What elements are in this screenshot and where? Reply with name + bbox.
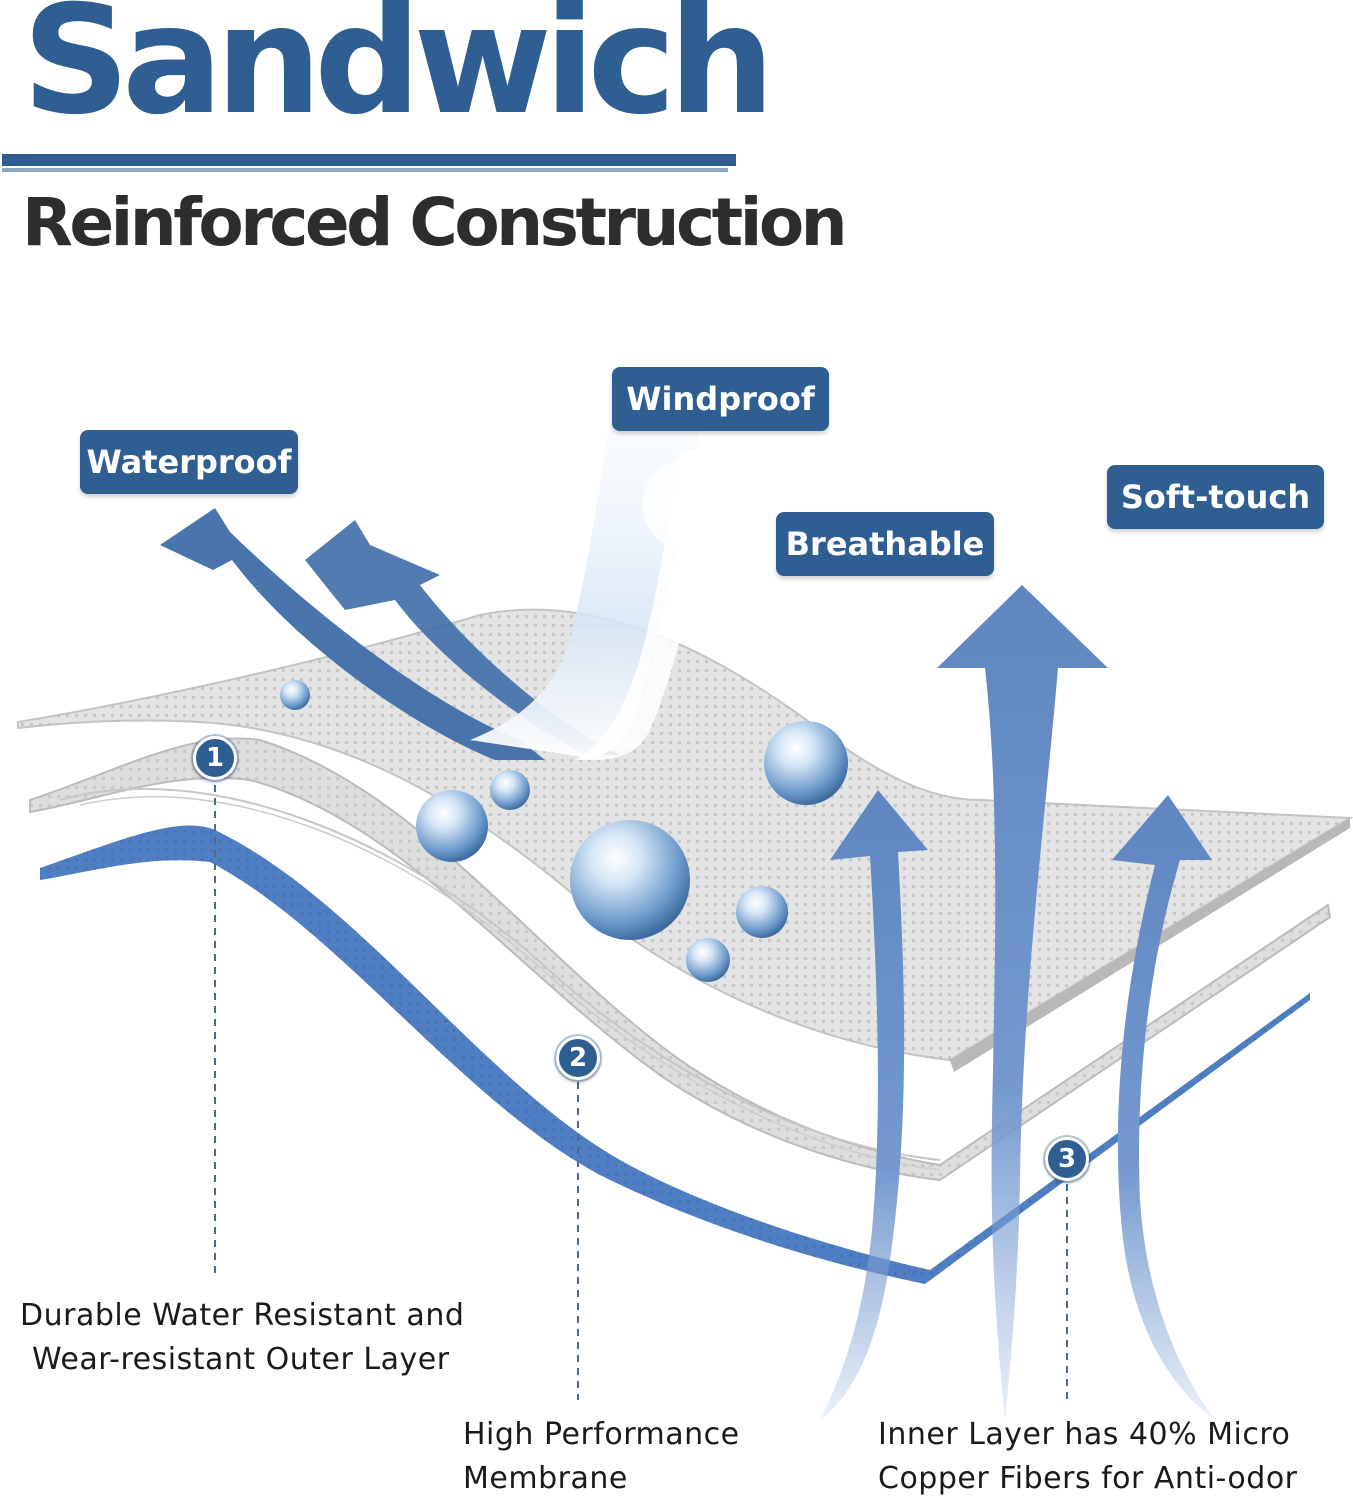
water-droplet — [764, 721, 848, 805]
tag-soft-touch-label: Soft-touch — [1120, 478, 1311, 516]
tag-waterproof-label: Waterproof — [86, 443, 292, 481]
tag-breathable: Breathable — [776, 512, 994, 576]
water-droplet — [416, 790, 488, 862]
caption-inner-layer-line-1: Inner Layer has 40% Micro — [878, 1417, 1291, 1452]
title-underline — [2, 154, 736, 166]
water-droplet — [490, 770, 530, 810]
up-arrow-icon — [937, 585, 1108, 1420]
caption-outer-layer: Durable Water Resistant and Wear-resista… — [20, 1294, 464, 1382]
layer-badge-2: 2 — [556, 1036, 600, 1080]
caption-outer-layer-line-1: Durable Water Resistant and — [20, 1298, 465, 1333]
page-title: Sandwich — [22, 0, 775, 148]
water-droplets — [280, 680, 848, 982]
page-subtitle: Reinforced Construction — [22, 184, 848, 261]
tag-waterproof: Waterproof — [80, 430, 298, 494]
caption-membrane: High Performance Membrane — [463, 1413, 740, 1501]
tag-windproof-label: Windproof — [626, 380, 815, 418]
wave-arrows-icon — [160, 508, 620, 760]
tag-windproof: Windproof — [612, 367, 829, 431]
wind-stream-icon — [470, 420, 734, 760]
caption-inner-layer-line-2: Copper Fibers for Anti-odor — [878, 1461, 1298, 1496]
water-droplet — [280, 680, 310, 710]
caption-membrane-line-1: High Performance — [463, 1417, 740, 1452]
curved-arrow-icon — [820, 790, 1215, 1420]
layer-badge-3: 3 — [1045, 1137, 1089, 1181]
caption-inner-layer: Inner Layer has 40% Micro Copper Fibers … — [878, 1413, 1298, 1501]
title-underline-shadow — [2, 168, 728, 172]
inner-layer-3 — [40, 825, 1310, 1284]
layer-badge-1: 1 — [193, 736, 237, 780]
caption-outer-layer-line-2: Wear-resistant Outer Layer — [32, 1342, 450, 1377]
water-droplet — [736, 886, 788, 938]
water-droplet — [686, 938, 730, 982]
tag-soft-touch: Soft-touch — [1107, 465, 1324, 529]
tag-breathable-label: Breathable — [785, 525, 985, 563]
caption-membrane-line-2: Membrane — [463, 1461, 628, 1496]
middle-layer-2 — [29, 737, 1332, 1182]
water-droplet — [570, 820, 690, 940]
